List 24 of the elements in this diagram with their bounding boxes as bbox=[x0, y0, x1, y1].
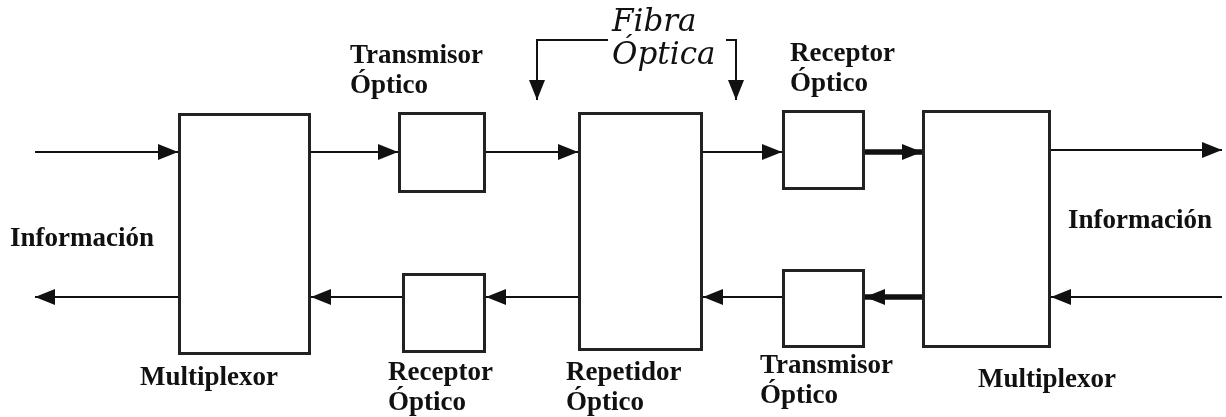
arrow bbox=[865, 289, 922, 305]
arrow bbox=[34, 144, 179, 160]
arrow bbox=[529, 39, 609, 101]
arrow bbox=[485, 144, 579, 160]
block-label: Transmisor Óptico bbox=[350, 40, 484, 100]
signal-label: Información bbox=[1068, 204, 1212, 235]
block-label: Receptor Óptico bbox=[388, 357, 494, 417]
block-label: Multiplexor bbox=[140, 362, 279, 392]
block-label: Repetidor Óptico bbox=[566, 357, 682, 417]
arrow bbox=[485, 289, 579, 305]
block-label: Receptor Óptico bbox=[790, 38, 896, 98]
block-label: Multiplexor bbox=[978, 364, 1117, 394]
arrow bbox=[725, 39, 744, 101]
arrow bbox=[865, 144, 922, 160]
block-label: Transmisor Óptico bbox=[760, 350, 894, 410]
arrow bbox=[34, 289, 179, 305]
arrow bbox=[1050, 142, 1223, 158]
signal-label: Información bbox=[10, 222, 154, 253]
arrow bbox=[702, 144, 783, 160]
arrow bbox=[1050, 289, 1223, 305]
arrow bbox=[310, 144, 399, 160]
arrow bbox=[310, 289, 403, 305]
fiber-label: Fibra Óptica bbox=[612, 4, 717, 70]
arrow bbox=[702, 289, 783, 305]
